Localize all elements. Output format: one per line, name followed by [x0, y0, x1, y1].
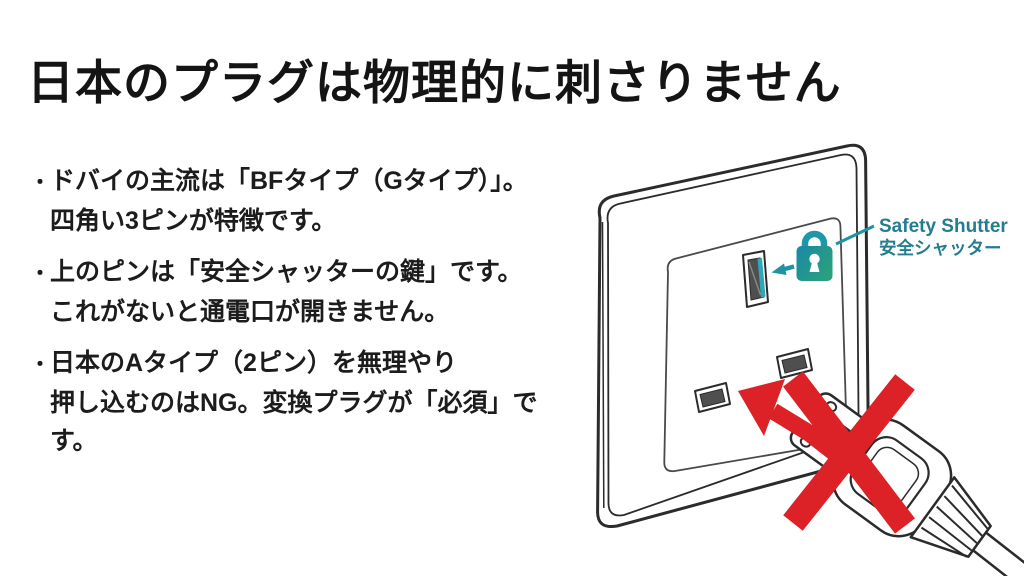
- callout-line: [835, 224, 875, 246]
- neutral-slot-hole: [699, 388, 726, 408]
- socket-plate-side-line: [601, 221, 605, 509]
- bullet-line: ・ドバイの主流は「BFタイプ（Gタイプ）」。: [30, 162, 580, 202]
- bullet-marker: ・: [30, 354, 50, 376]
- live-slot-hole: [781, 354, 808, 374]
- neutral-slot: [694, 382, 731, 413]
- lock-keyhole-stem: [809, 262, 820, 272]
- safety-shutter-label-en: Safety Shutter: [879, 216, 1008, 237]
- shutter-arrow-icon: [771, 263, 795, 275]
- live-slot: [776, 348, 813, 379]
- bullet-marker: ・: [30, 263, 50, 285]
- prohibition-x-icon: [783, 371, 915, 534]
- socket-plug-illustration: Safety Shutter 安全シャッター: [596, 143, 1024, 576]
- earth-slot-shutter: [757, 258, 766, 298]
- earth-slot: [742, 250, 769, 308]
- bullet-line: これがないと通電口が開きません。: [50, 298, 450, 326]
- bullet-item: ・日本のAタイプ（2ピン）を無理やり 押し込むのはNG。変換プラグが「必須」です…: [30, 344, 580, 460]
- bullet-list: ・ドバイの主流は「BFタイプ（Gタイプ）」。 四角い3ピンが特徴です。 ・上のピ…: [30, 162, 580, 473]
- bullet-line: 押し込むのはNG。変換プラグが「必須」です。: [50, 389, 538, 455]
- lock-keyhole: [809, 253, 820, 265]
- bullet-line: 四角い3ピンが特徴です。: [50, 207, 337, 235]
- bullet-item: ・上のピンは「安全シャッターの鍵」です。 これがないと通電口が開きません。: [30, 253, 580, 331]
- earth-slot-shutter-line: [748, 261, 762, 296]
- page-title: 日本のプラグは物理的に刺さりません: [27, 56, 842, 109]
- bullet-text: 上のピンは「安全シャッターの鍵」です。: [50, 258, 523, 286]
- red-arrow-head: [738, 379, 785, 436]
- bullet-line: ・日本のAタイプ（2ピン）を無理やり: [30, 344, 580, 384]
- lock-shackle: [801, 230, 828, 250]
- bullet-text: 日本のAタイプ（2ピン）を無理やり: [50, 349, 457, 377]
- bullet-item: ・ドバイの主流は「BFタイプ（Gタイプ）」。 四角い3ピンが特徴です。: [30, 162, 580, 240]
- x-stroke: [783, 374, 915, 531]
- plug-strain-relief-ribs: [920, 484, 989, 558]
- bullet-text: ドバイの主流は「BFタイプ（Gタイプ）」。: [50, 167, 528, 195]
- plug-cord: [972, 531, 1024, 576]
- lock-icon: [796, 230, 833, 281]
- shutter-arrow-head: [771, 263, 787, 275]
- bullet-marker: ・: [30, 172, 50, 194]
- bullet-line: ・上のピンは「安全シャッターの鍵」です。: [30, 253, 580, 293]
- safety-shutter-label-ja: 安全シャッター: [879, 238, 1002, 258]
